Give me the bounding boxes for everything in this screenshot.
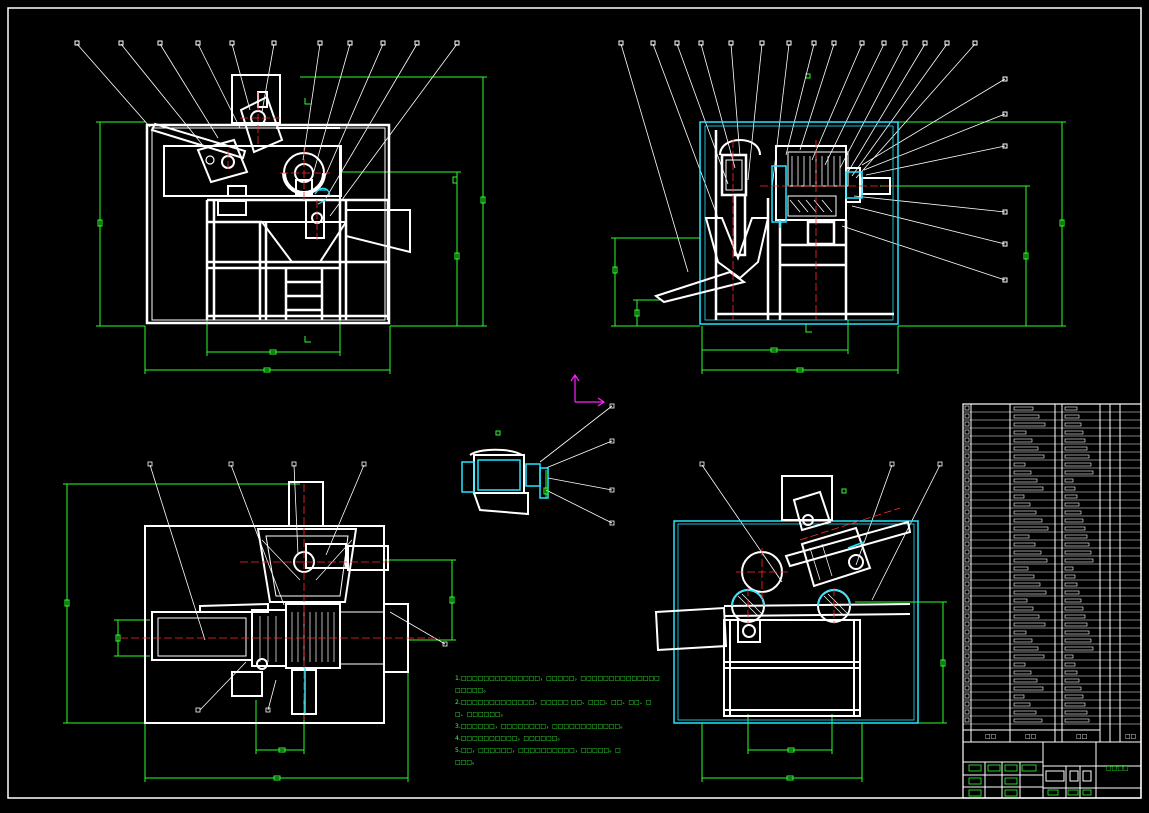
tech-note-line: 1.□□□□□□□□□□□□□□，□□□□□，□□□□□□□□□□□□□□□ <box>455 675 660 682</box>
front-view <box>74 40 487 374</box>
tech-note-line: □□□□□。 <box>455 687 490 694</box>
detail-view <box>461 403 615 526</box>
tech-note-line: 4.□□□□□□□□□□，□□□□□□。 <box>455 735 564 742</box>
title-block: □□ □□ □□ □□ □□□□ <box>985 733 1136 772</box>
header-cell-1: □□ <box>985 733 996 740</box>
tech-note-line: 2.□□□□□□□□□□□□□，□□□□□ □□、□□□、□□、□□、□ <box>455 699 652 706</box>
tech-note-line: 3.□□□□□□，□□□□□□□□，□□□□□□□□□□□□。 <box>455 723 627 730</box>
ucs-axes-icon <box>570 373 606 407</box>
tech-note-line: □□□。 <box>455 759 479 766</box>
header-cell-3: □□ <box>1076 733 1087 740</box>
tech-note-line: □、□□□□□□。 <box>455 711 507 718</box>
parts-list-table <box>962 403 1142 799</box>
technical-requirements: 1.□□□□□□□□□□□□□□，□□□□□，□□□□□□□□□□□□□□□ □□… <box>455 673 660 769</box>
tech-note-line: 5.□□，□□□□□□，□□□□□□□□□□，□□□□□。□ <box>455 747 621 754</box>
header-cell-4: □□ <box>1125 733 1136 740</box>
top-view <box>63 461 456 782</box>
drawing-title: □□□□ <box>1106 765 1129 772</box>
drawing-border <box>7 7 1142 799</box>
rear-view <box>654 461 947 782</box>
header-cell-2: □□ <box>1025 733 1036 740</box>
side-view <box>611 40 1066 374</box>
